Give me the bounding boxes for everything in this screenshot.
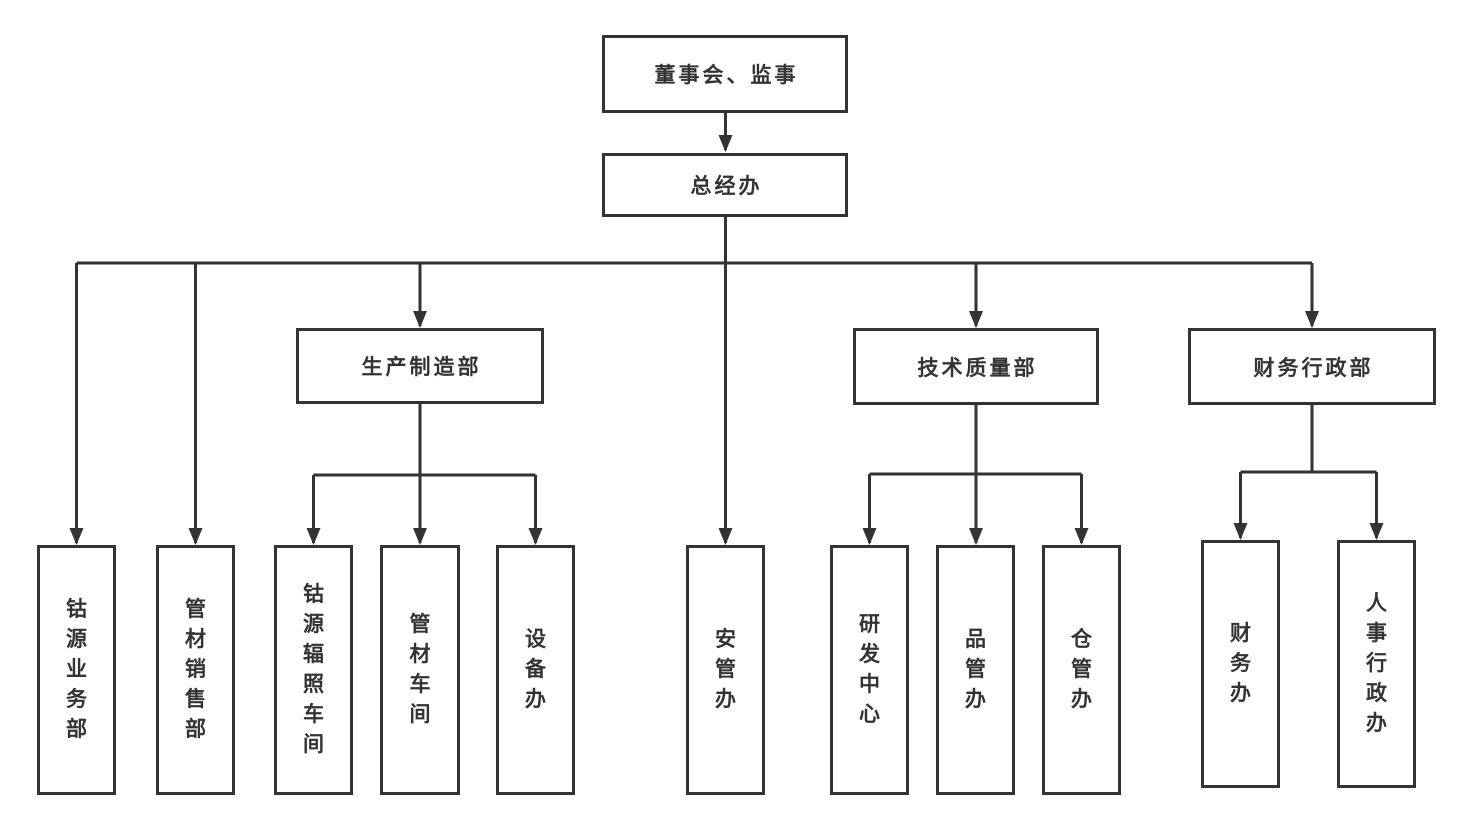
org-node-rd-center: 研发中心	[830, 545, 909, 795]
org-node-general-manager-office: 总经办	[602, 153, 848, 217]
org-node-board-supervisors: 董事会、监事	[602, 35, 848, 113]
org-node-finance-administration-dept: 财务行政部	[1188, 328, 1436, 405]
org-node-production-manufacturing-dept: 生产制造部	[296, 328, 544, 404]
org-node-finance-office: 财务办	[1201, 540, 1280, 788]
org-node-equipment-office: 设备办	[496, 545, 575, 795]
org-node-warehouse-management-office: 仓管办	[1042, 545, 1121, 795]
org-node-cobalt-source-business-dept: 钴源业务部	[37, 545, 116, 795]
org-node-quality-management-office: 品管办	[936, 545, 1015, 795]
org-node-cobalt-source-irradiation-workshop: 钴源辐照车间	[274, 545, 353, 795]
org-node-technology-quality-dept: 技术质量部	[853, 328, 1099, 405]
org-node-pipe-workshop: 管材车间	[380, 545, 460, 795]
org-node-safety-management-office: 安管办	[686, 545, 765, 795]
org-node-pipe-sales-dept: 管材销售部	[156, 545, 235, 795]
arrowheads	[69, 135, 1384, 545]
org-node-hr-administration-office: 人事行政办	[1337, 540, 1416, 788]
